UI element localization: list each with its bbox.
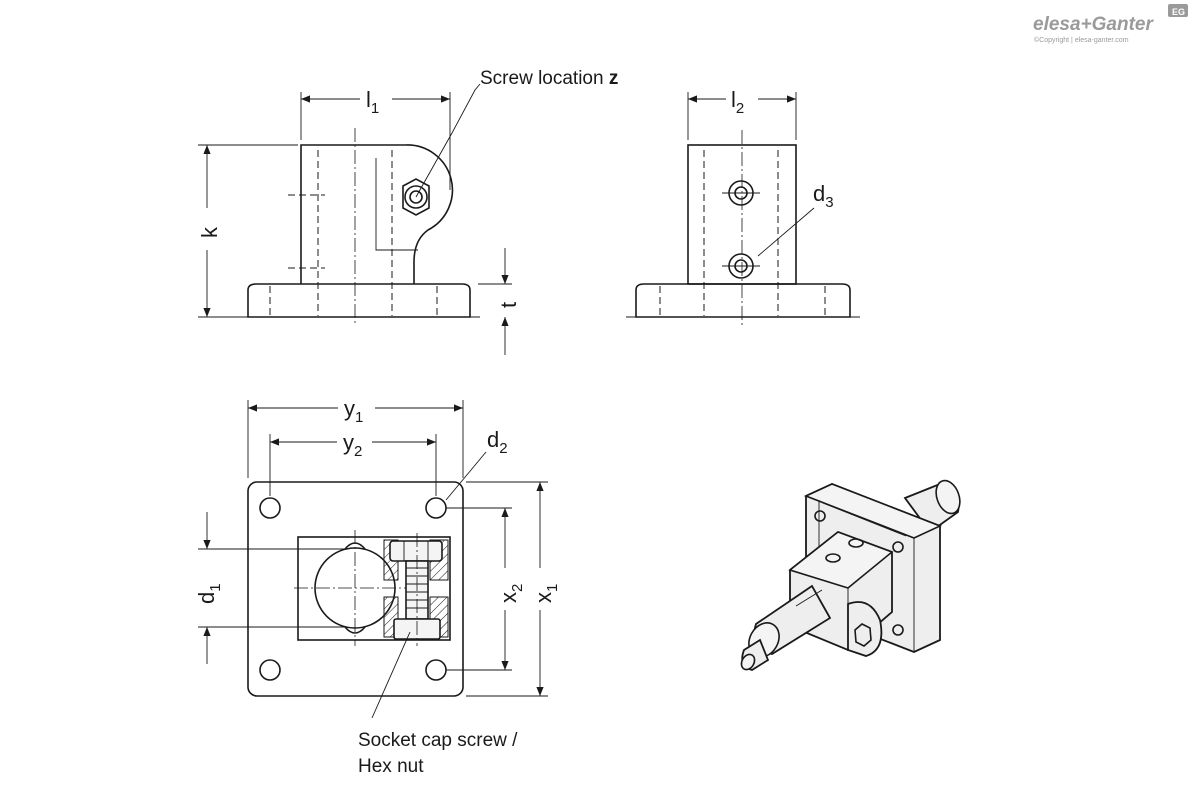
socket-screw-callout-line1: Socket cap screw /	[358, 730, 518, 751]
isometric-view	[740, 479, 961, 671]
clamp-screw-icon	[389, 533, 443, 646]
side-base-plate	[635, 283, 851, 318]
top-base-plate	[247, 481, 464, 697]
iso-hole-icon	[892, 541, 904, 553]
dim-x1: x1	[466, 481, 561, 697]
brand-name: elesa+Ganter	[1033, 14, 1154, 35]
mounting-hole-upper-icon	[722, 180, 760, 206]
dim-t-label: t	[496, 302, 521, 308]
corner-hole-icon	[425, 497, 447, 519]
dim-y1: y1	[247, 396, 464, 478]
front-base-plate	[247, 283, 471, 318]
dim-d1: d1	[194, 512, 348, 664]
socket-screw-icon	[409, 190, 423, 204]
dim-t: t	[478, 248, 521, 355]
iso-grub-screw-icon	[848, 538, 864, 548]
corner-hole-icon	[425, 659, 447, 681]
brand-logo: elesa+Ganter EG ©Copyright | elesa-gante…	[1033, 4, 1188, 44]
top-clamp-block	[297, 536, 451, 641]
top-view	[247, 481, 464, 697]
brand-badge-icon	[1168, 4, 1188, 17]
dim-d1-label: d1	[194, 583, 224, 604]
brand-badge: EG	[1172, 7, 1185, 17]
dim-d2-label: d2	[487, 427, 508, 457]
dim-y2-label: y2	[343, 430, 362, 460]
side-view	[626, 130, 860, 326]
iso-hole-icon	[892, 624, 904, 636]
dim-l2-label: l2	[731, 87, 744, 117]
dim-k-label: k	[197, 226, 222, 238]
dim-x2: x2	[446, 507, 526, 671]
hex-nut-icon	[402, 178, 430, 216]
front-clamp-body	[300, 144, 454, 284]
socket-screw-callout-line2: Hex nut	[358, 756, 424, 777]
corner-hole-icon	[259, 497, 281, 519]
dim-l1-label: l1	[366, 87, 379, 117]
screw-location-callout: Screw location z	[480, 68, 618, 89]
dim-x1-label: x1	[531, 584, 561, 603]
iso-hole-icon	[814, 510, 826, 522]
dim-l2: l2	[687, 87, 797, 140]
dim-d3-label: d3	[813, 181, 834, 211]
dim-y2: y2	[269, 430, 437, 496]
mounting-hole-lower-icon	[722, 253, 760, 279]
dim-y1-label: y1	[344, 396, 363, 426]
iso-grub-screw-icon	[825, 553, 841, 563]
dim-x2-label: x2	[496, 584, 526, 603]
dim-d2: d2	[445, 427, 508, 501]
copyright-text: ©Copyright | elesa-ganter.com	[1034, 36, 1129, 44]
front-view	[238, 83, 481, 326]
corner-hole-icon	[259, 659, 281, 681]
dim-k: k	[197, 144, 298, 318]
iso-hex-screw-icon	[854, 623, 872, 647]
dim-l1: l1	[300, 87, 451, 190]
